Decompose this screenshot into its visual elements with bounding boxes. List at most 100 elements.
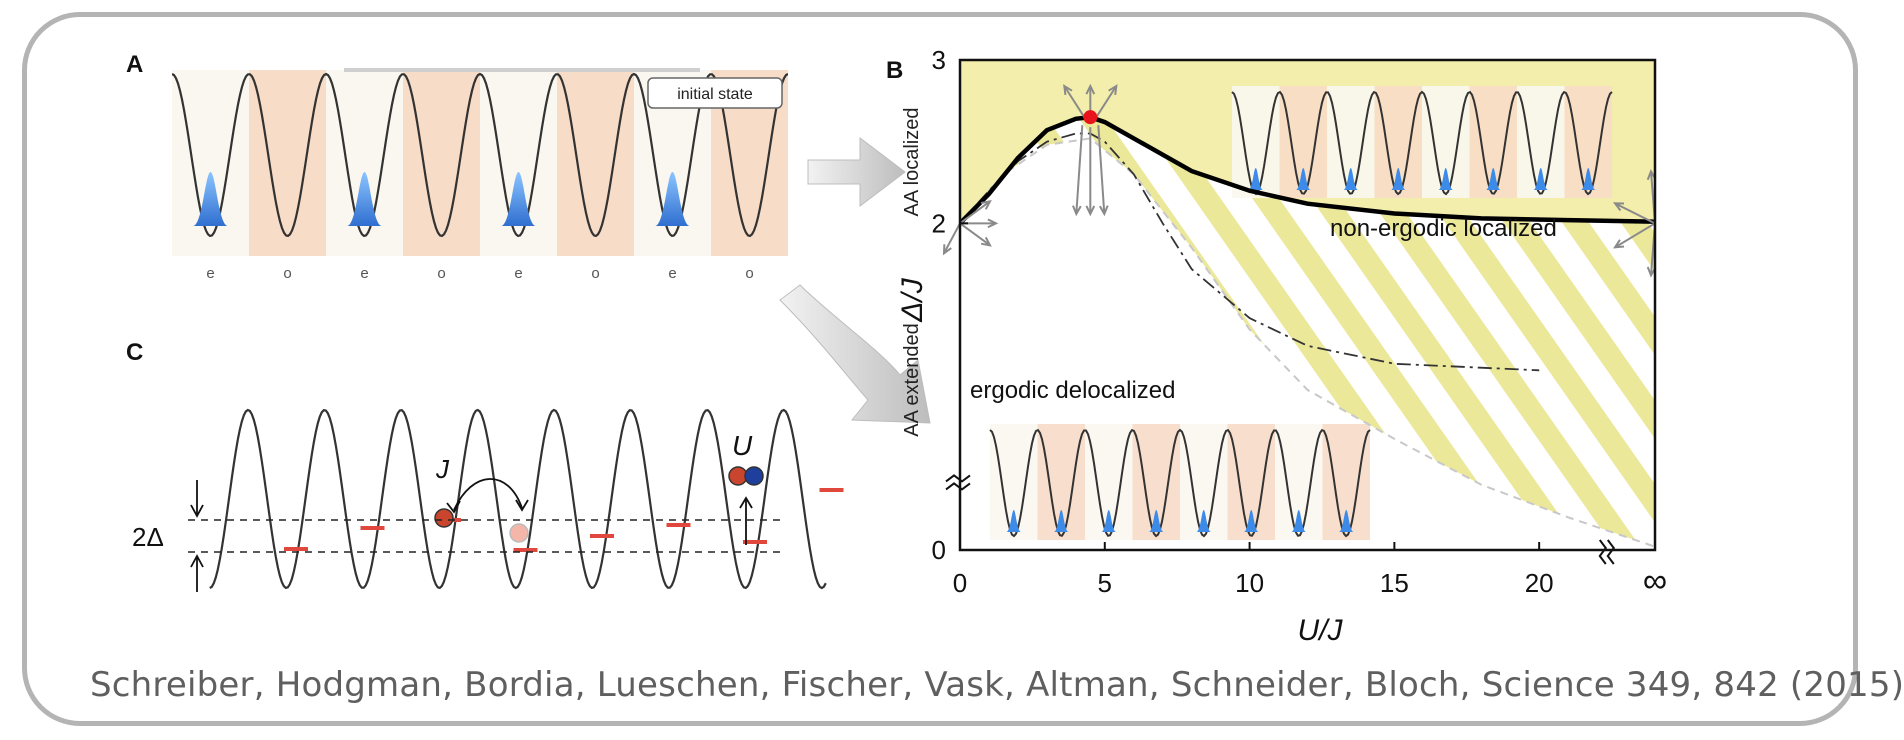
aa-extended-label: AA extended bbox=[901, 323, 923, 436]
site-label: o bbox=[437, 265, 445, 282]
initial-state-box bbox=[647, 77, 783, 109]
atom-wavepacket bbox=[347, 172, 382, 226]
interaction-u-label: U bbox=[732, 430, 753, 461]
x-tick-label: ∞ bbox=[1643, 562, 1667, 600]
site-label: o bbox=[591, 265, 599, 282]
flow-arrow bbox=[1614, 202, 1656, 225]
inset-atom bbox=[1006, 510, 1021, 532]
x-tick-label: 5 bbox=[1098, 568, 1112, 598]
flow-arrowhead bbox=[1085, 83, 1096, 95]
inset-atom bbox=[1196, 510, 1211, 532]
potential-curve bbox=[209, 408, 827, 590]
x-tick-label: 10 bbox=[1235, 568, 1264, 598]
y-axis-break bbox=[945, 482, 971, 491]
flow-arrowhead bbox=[980, 236, 992, 247]
site-label: e bbox=[668, 265, 676, 282]
y-axis-label: Δ/J bbox=[896, 277, 929, 322]
arrow-a-to-b-curved bbox=[779, 284, 931, 424]
aa-localized-label: AA localized bbox=[901, 108, 923, 217]
flow-arrowhead bbox=[1085, 205, 1096, 217]
x-tick-label: 0 bbox=[953, 568, 967, 598]
site-label: e bbox=[206, 265, 214, 282]
non-ergodic-localized-label: non-ergodic localized bbox=[1330, 215, 1557, 242]
hopping-j-label: J bbox=[435, 454, 450, 484]
hopping-arrowhead-left bbox=[446, 500, 461, 514]
site-label: o bbox=[745, 265, 753, 282]
hopping-arrowhead-right bbox=[515, 499, 529, 512]
flow-arrow bbox=[959, 222, 991, 247]
initial-state-label: initial state bbox=[677, 86, 753, 103]
flow-arrow bbox=[943, 222, 961, 254]
flow-arrowhead bbox=[1108, 84, 1118, 96]
y-tick-label: 0 bbox=[932, 535, 946, 565]
arrow-a-to-b-right bbox=[807, 136, 906, 208]
inset-atom bbox=[1581, 168, 1596, 190]
plot-frame bbox=[958, 58, 1657, 552]
y-tick-label: 2 bbox=[932, 208, 946, 238]
delocalized-inset-curve bbox=[989, 428, 1371, 538]
y-axis-break bbox=[945, 474, 971, 483]
crossover-striped-region bbox=[960, 117, 1655, 547]
site-label: e bbox=[360, 265, 368, 282]
potential-curve bbox=[172, 72, 788, 238]
inset-atom bbox=[1438, 168, 1453, 190]
hopping-arrow bbox=[453, 478, 523, 511]
inset-atom bbox=[1054, 510, 1069, 532]
flow-arrowhead bbox=[980, 199, 992, 210]
flow-arrow bbox=[1075, 125, 1084, 215]
flow-arrowhead bbox=[1612, 202, 1625, 212]
inset-atom bbox=[1533, 168, 1548, 190]
localized-inset-curve bbox=[1231, 90, 1613, 196]
lattice-cell bbox=[172, 70, 249, 256]
panel-a-label: A bbox=[126, 51, 143, 78]
inset-atom bbox=[1486, 168, 1501, 190]
critical-curve bbox=[960, 114, 1655, 225]
ergodic-delocalized-label: ergodic delocalized bbox=[970, 377, 1175, 404]
atom-double-blue bbox=[744, 466, 764, 486]
dash-dot-curve bbox=[960, 132, 1540, 372]
flow-arrow bbox=[1614, 222, 1656, 249]
panel-c-lattice bbox=[209, 408, 844, 590]
flow-arrowhead bbox=[1098, 205, 1109, 217]
flow-arrowhead bbox=[1063, 84, 1073, 96]
x-axis-break bbox=[1606, 539, 1616, 565]
x-tick-label: 15 bbox=[1380, 568, 1409, 598]
interaction-arrowhead bbox=[739, 496, 753, 509]
lattice-cell bbox=[557, 70, 634, 256]
x-tick-label: 20 bbox=[1525, 568, 1554, 598]
inset-atom bbox=[1339, 510, 1354, 532]
lattice-cell bbox=[403, 70, 480, 256]
flow-arrow bbox=[959, 200, 991, 225]
y-tick-label: 3 bbox=[932, 45, 946, 75]
x-axis-label: U/J bbox=[1298, 614, 1344, 647]
critical-point bbox=[1083, 110, 1098, 125]
inset-atom bbox=[1101, 510, 1116, 532]
phase-diagram: 0 5 10 15 20 ∞ 0 2 3 bbox=[932, 45, 1668, 600]
atom-wavepacket bbox=[501, 172, 536, 226]
delta-markers bbox=[190, 480, 204, 592]
flow-arrow bbox=[1095, 85, 1118, 118]
site-label: e bbox=[514, 265, 522, 282]
inset-atom bbox=[1343, 168, 1358, 190]
lattice-cell bbox=[249, 70, 326, 256]
lattice-cell bbox=[326, 70, 403, 256]
inset-atom bbox=[1291, 510, 1306, 532]
inset-atom bbox=[1244, 510, 1259, 532]
flow-arrow bbox=[1063, 85, 1086, 118]
two-delta-label: 2Δ bbox=[132, 522, 164, 552]
inset-atom bbox=[1391, 168, 1406, 190]
panel-b-label: B bbox=[886, 57, 903, 84]
flow-arrow bbox=[1097, 125, 1106, 215]
x-axis-break bbox=[1598, 539, 1608, 565]
inset-atom bbox=[1149, 510, 1164, 532]
atom-site-3 bbox=[434, 508, 454, 528]
inset-atom bbox=[1248, 168, 1263, 190]
atom-site-4-faded bbox=[509, 523, 529, 543]
lattice-cell bbox=[480, 70, 557, 256]
citation: Schreiber, Hodgman, Bordia, Lueschen, Fi… bbox=[90, 665, 1904, 705]
flow-arrowhead bbox=[1072, 205, 1082, 217]
flow-arrowhead bbox=[1613, 239, 1625, 249]
site-label: o bbox=[283, 265, 291, 282]
